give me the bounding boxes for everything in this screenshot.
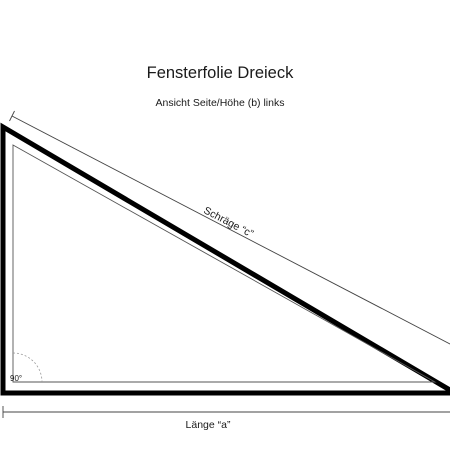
diagram-title: Fensterfolie Dreieck [147,64,294,82]
hypotenuse-dimension-line [11,115,450,345]
diagram-subtitle: Ansicht Seite/Höhe (b) links [156,97,285,109]
angle-label: 90° [10,374,22,383]
triangle-outline [0,122,450,396]
base-label: Länge “a” [186,419,231,431]
hypotenuse-dimension-tick-start [9,110,15,122]
right-angle-arc [12,352,43,383]
triangle-inner-outline [12,144,437,383]
hypotenuse-label: Schräge “c” [202,204,256,240]
